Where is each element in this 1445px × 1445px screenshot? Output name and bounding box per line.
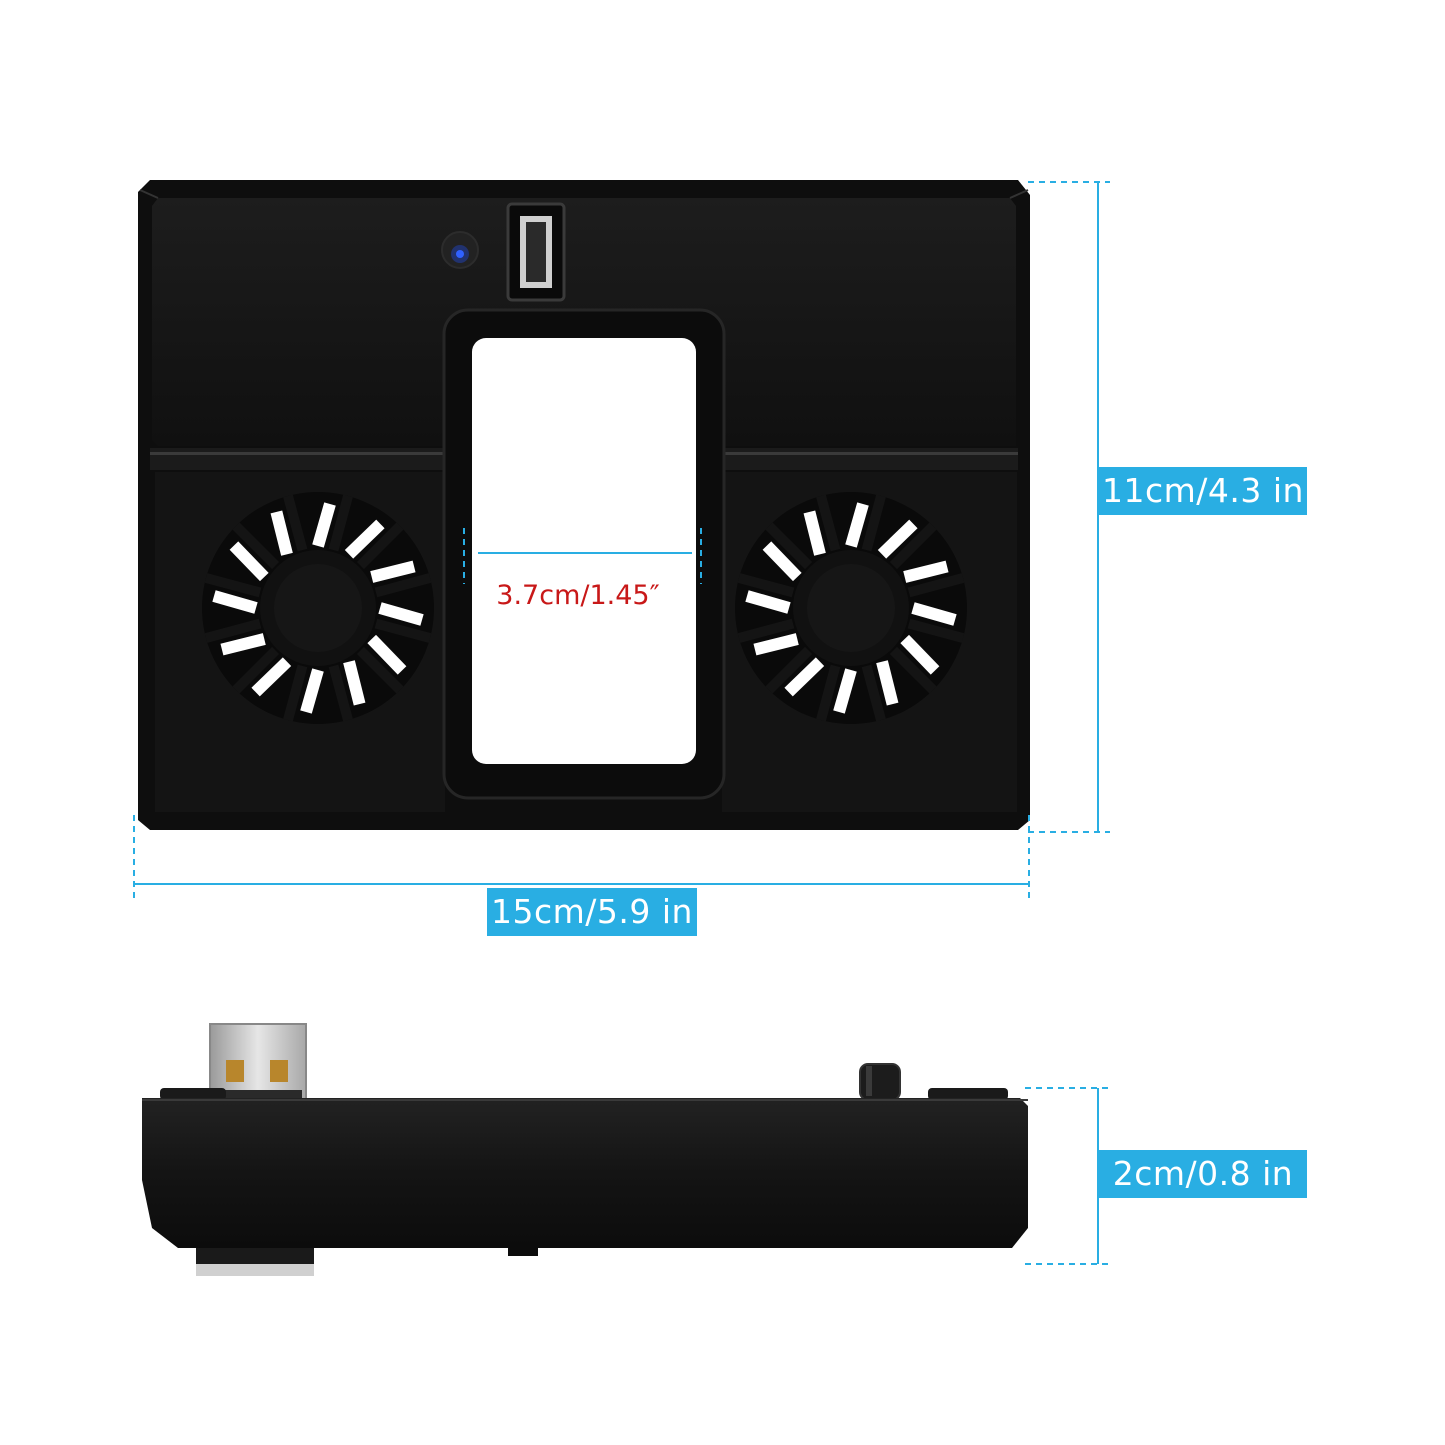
power-button bbox=[441, 231, 479, 269]
usb-plug bbox=[209, 1023, 307, 1104]
top-view bbox=[138, 180, 1030, 830]
depth-dimension-label: 2cm/0.8 in bbox=[1099, 1150, 1307, 1198]
side-knob bbox=[859, 1063, 901, 1101]
power-led-icon bbox=[456, 250, 464, 258]
depth-dimension bbox=[1025, 1087, 1110, 1265]
seam-right bbox=[722, 448, 1018, 470]
console-opening bbox=[442, 308, 726, 800]
opening-dimension-label: 3.7cm/1.45″ bbox=[496, 580, 660, 611]
height-dimension bbox=[1028, 181, 1110, 833]
right-fan bbox=[735, 492, 967, 724]
usb-port bbox=[506, 202, 566, 302]
seam-left bbox=[150, 448, 445, 470]
side-body bbox=[142, 1098, 1028, 1248]
opening-measure bbox=[463, 528, 702, 584]
width-dimension-label: 15cm/5.9 in bbox=[487, 888, 697, 936]
height-dimension-label: 11cm/4.3 in bbox=[1099, 467, 1307, 515]
left-fan bbox=[202, 492, 434, 724]
side-view bbox=[142, 1023, 1028, 1276]
width-dimension bbox=[133, 815, 1030, 900]
